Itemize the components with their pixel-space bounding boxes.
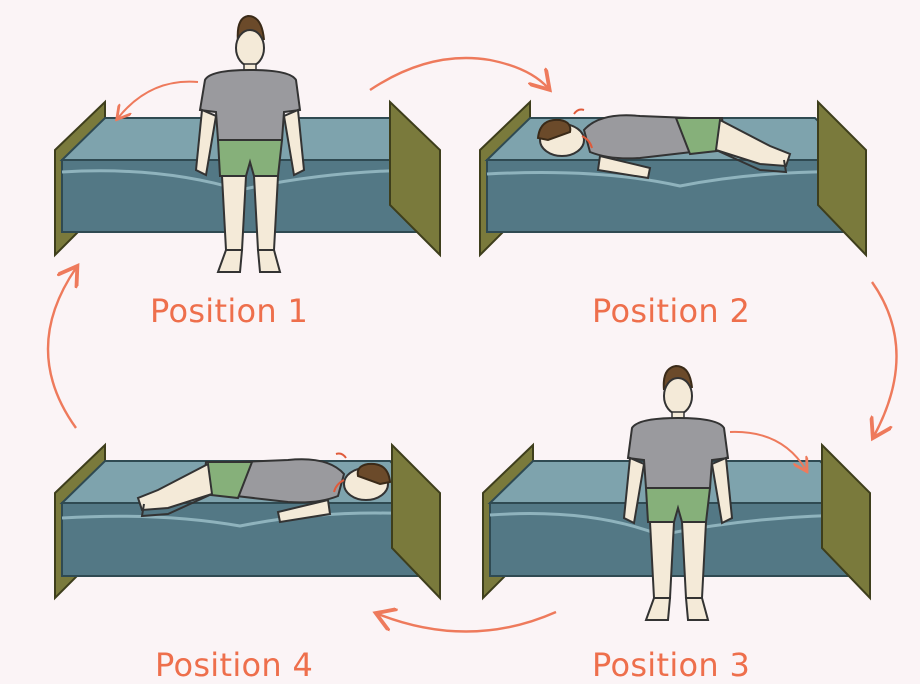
person-sitting-1 bbox=[196, 16, 304, 272]
arrow-position-1-to-2 bbox=[370, 58, 548, 90]
arrow-position-4-to-1 bbox=[48, 268, 76, 428]
position-1-label: Position 1 bbox=[150, 292, 308, 330]
rotation-arrow-1 bbox=[118, 82, 198, 118]
position-2-label: Position 2 bbox=[592, 292, 750, 330]
bed-2-mattress-front bbox=[487, 160, 858, 232]
arrow-position-3-to-4 bbox=[378, 612, 556, 632]
position-4-label: Position 4 bbox=[155, 646, 313, 684]
arrow-position-2-to-3 bbox=[872, 282, 897, 436]
position-3-label: Position 3 bbox=[592, 646, 750, 684]
